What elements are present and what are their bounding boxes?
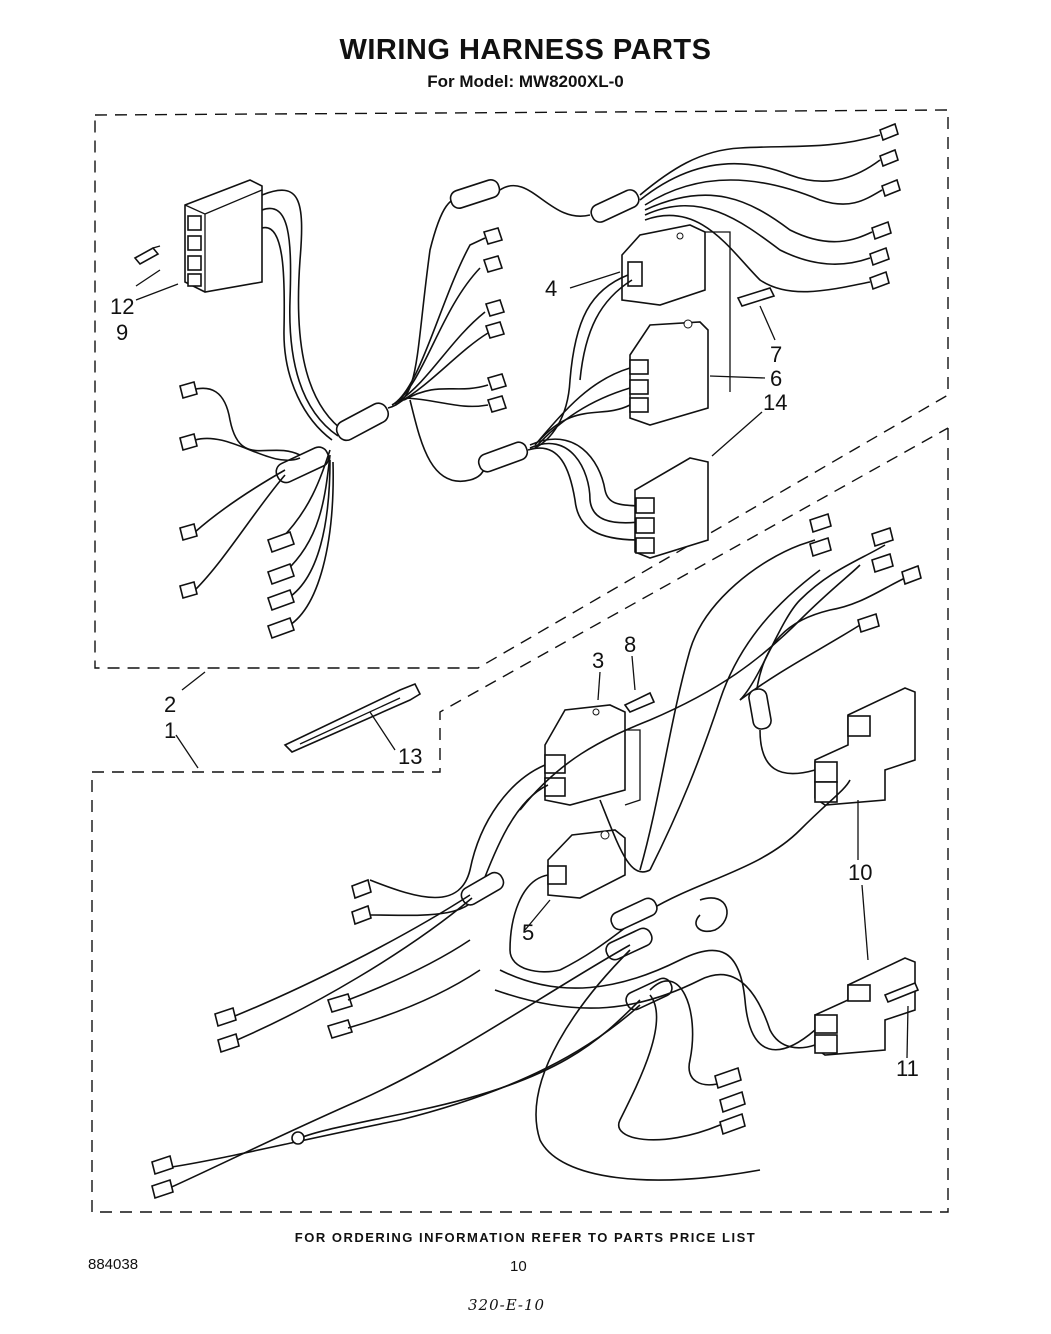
upper-harness-boundary [94, 109, 949, 669]
callout-11: 11 [896, 1056, 919, 1081]
callout-13: 13 [398, 744, 422, 769]
upper-harness [133, 122, 901, 640]
page-title: WIRING HARNESS PARTS [339, 34, 712, 66]
callout-5: 5 [522, 920, 534, 945]
terminal-part-7 [736, 287, 776, 307]
callout-14: 14 [763, 390, 787, 415]
page-number: 10 [510, 1258, 527, 1275]
callout-4: 4 [545, 276, 557, 301]
callout-3: 3 [592, 648, 604, 673]
callout-7: 7 [770, 342, 782, 367]
callout-1: 1 [164, 718, 176, 743]
terminal-part-8 [623, 691, 656, 713]
connector-block-part-9 [184, 179, 263, 293]
callout-6: 6 [770, 366, 782, 391]
connector-part-3 [544, 704, 626, 806]
connector-part-10-lower [814, 957, 916, 1056]
callout-10: 10 [848, 860, 872, 885]
callout-2: 2 [164, 692, 176, 717]
lower-harness [151, 512, 922, 1200]
connector-part-14 [634, 457, 709, 559]
lower-harness-boundary [91, 427, 949, 1213]
document-number: 884038 [88, 1256, 139, 1273]
connector-part-4 [621, 224, 706, 306]
connector-part-5 [547, 829, 626, 899]
terminal-part-12 [133, 245, 161, 266]
callout-8: 8 [624, 632, 636, 657]
callout-12: 12 [110, 294, 134, 319]
connector-part-10-upper [814, 687, 916, 806]
terminal-part-11 [883, 981, 920, 1004]
connector-part-6 [629, 319, 709, 426]
leader-lines [135, 269, 909, 1059]
ordering-note: FOR ORDERING INFORMATION REFER TO PARTS … [294, 1230, 757, 1245]
model-subtitle: For Model: MW8200XL-0 [427, 72, 624, 91]
tie-strap-part-13 [283, 682, 422, 753]
callout-9: 9 [116, 320, 128, 345]
handwritten-code: 320-E-10 [468, 1296, 546, 1314]
